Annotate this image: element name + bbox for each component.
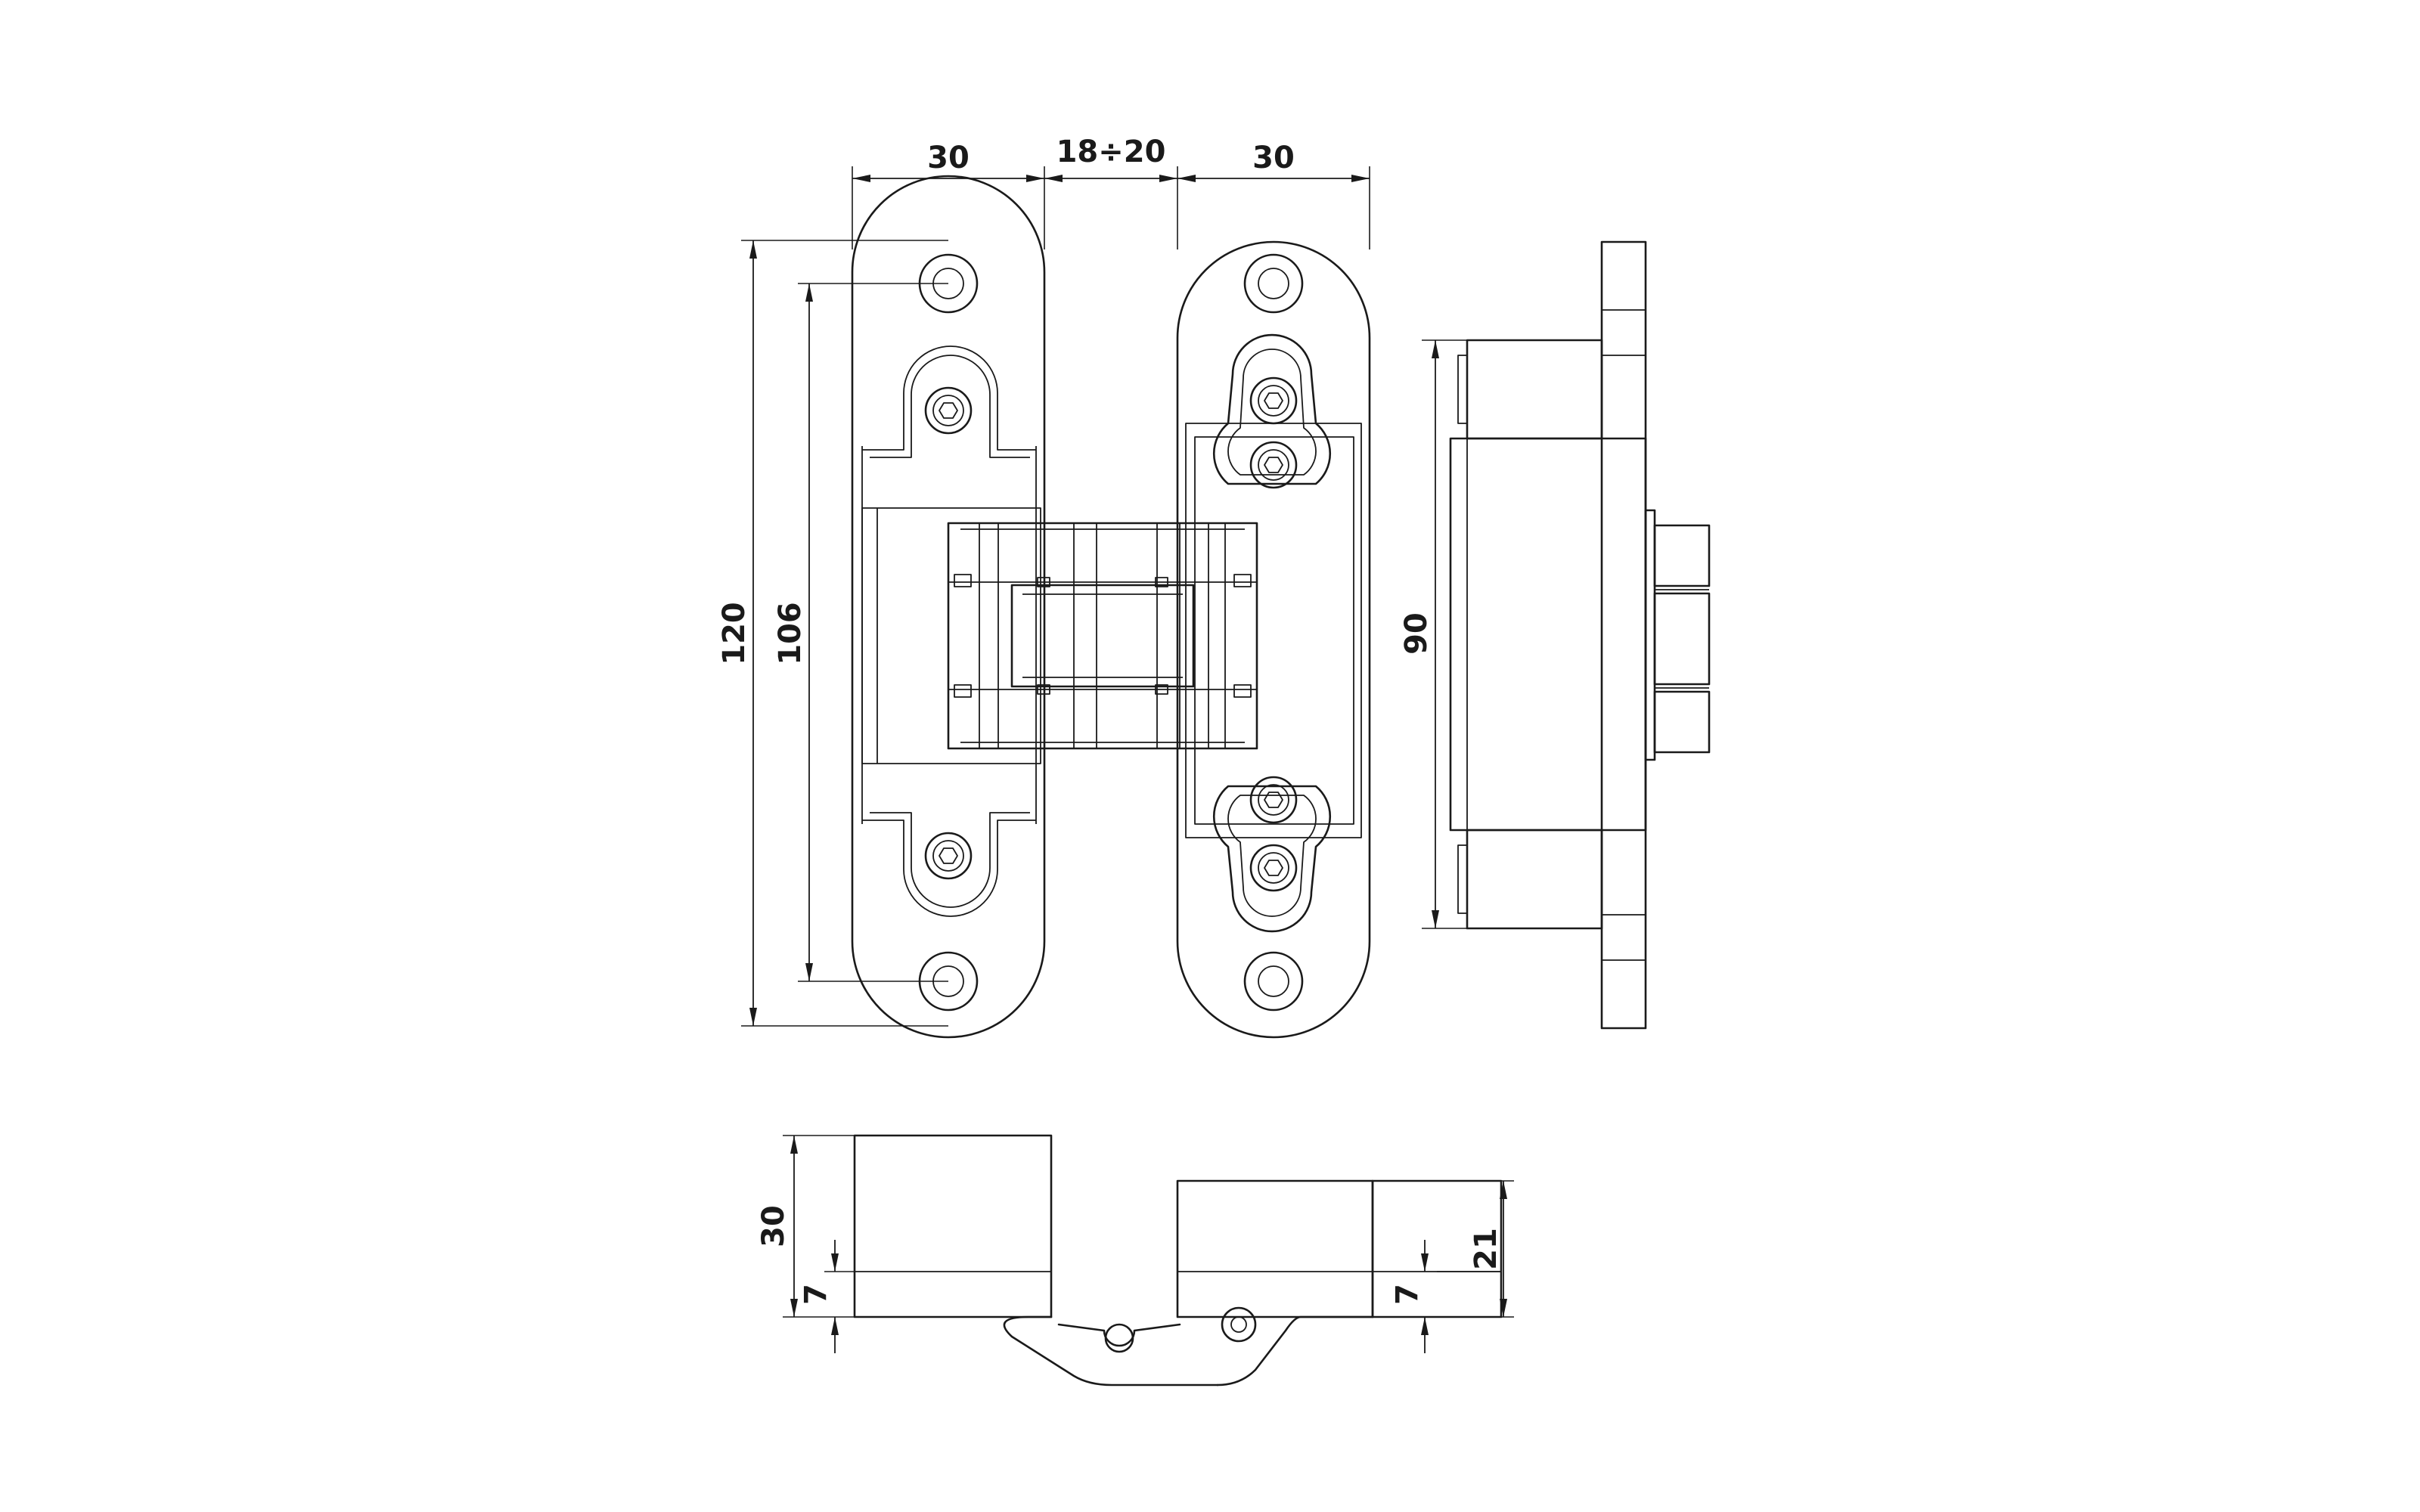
dim-top-right-width: 30 [1252,141,1295,175]
front-view-right-leaf [1176,240,1371,1039]
bottom-view-right [1057,1179,1503,1387]
dim-bottom-right-depth: 21 [1469,1228,1503,1270]
dim-top-left-width: 30 [927,141,970,175]
dim-overall-height: 120 [717,602,752,665]
front-view-knuckle [947,522,1258,750]
bottom-view-left [853,1134,1219,1387]
dim-side-height: 90 [1399,612,1434,655]
dim-bottom-left-offset: 7 [799,1284,833,1305]
dim-bottom-right-offset: 7 [1390,1284,1425,1305]
dimension-lines [741,166,1514,1353]
dim-bottom-left-depth: 30 [756,1205,791,1247]
dim-hole-spacing: 106 [773,602,808,665]
side-view [1449,240,1711,1030]
dim-top-gap: 18÷20 [1056,135,1166,169]
